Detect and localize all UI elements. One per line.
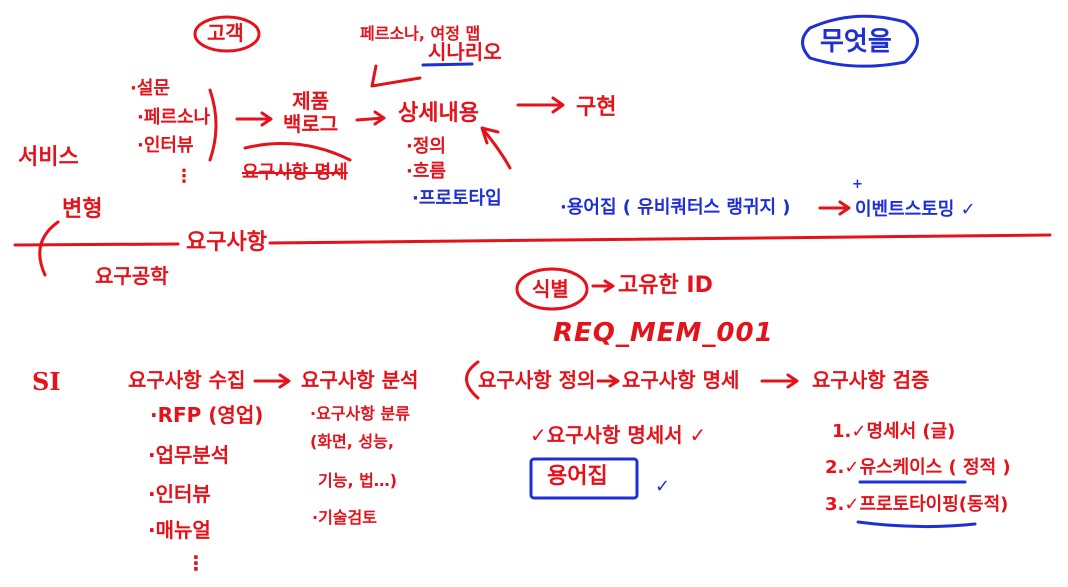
list-item: ·흐름 <box>406 161 446 182</box>
list-item: ·페르소나 <box>137 107 211 128</box>
list-item: ⋮ <box>175 166 193 187</box>
arrow-to-eventstorming <box>818 200 851 216</box>
arrow-to-backlog <box>235 111 273 127</box>
scenario-label: 시나리오 <box>428 40 502 64</box>
scenario-note: 페르소나, 여정 맵 <box>360 24 481 43</box>
list-item: 2.✓유스케이스 ( 정적 ) <box>825 457 1011 478</box>
list-item: ·설문 <box>130 78 170 99</box>
sources-bracket <box>208 88 218 162</box>
list-item: ⋮ <box>186 551 206 575</box>
implement-label: 구현 <box>576 95 617 120</box>
plus-mark: + <box>852 177 863 192</box>
variation-label: 변형 <box>62 197 103 222</box>
si-label: SI <box>32 367 61 396</box>
requirements-label: 요구사항 <box>186 230 267 255</box>
feedback-arrow <box>480 126 512 170</box>
what-circle <box>801 14 919 68</box>
list-item: ·정의 <box>406 136 446 157</box>
spec-doc-label: ✓요구사항 명세서 ✓ <box>530 423 707 447</box>
glossary-label: 용어집 <box>547 464 608 489</box>
prototyping-underline <box>856 520 977 529</box>
arrow-to-details <box>355 110 386 126</box>
arrow-define-spec <box>596 374 620 388</box>
analysis-bracket <box>465 360 480 400</box>
glossary-check-icon: ✓ <box>655 476 671 497</box>
req-engineering-label: 요구공학 <box>95 264 169 288</box>
scenario-underline <box>421 62 474 67</box>
list-item: ·RFP (영업) <box>150 403 264 427</box>
arrow-collect-analysis <box>253 373 291 389</box>
list-item: ·요구사항 분류 <box>310 404 410 423</box>
stage-verify: 요구사항 검증 <box>812 368 930 392</box>
list-item: ·인터뷰 <box>137 135 194 156</box>
service-label: 서비스 <box>18 145 79 170</box>
list-item: ·매뉴얼 <box>148 518 211 542</box>
event-storming-label: 이벤트스토밍 ✓ <box>855 199 976 220</box>
list-item: 3.✓프로토타이핑(동적) <box>825 494 1009 515</box>
glossary-box <box>529 457 639 500</box>
stage-spec: 요구사항 명세 <box>622 368 740 392</box>
divider-line <box>13 233 1052 247</box>
list-item: ·인터뷰 <box>148 482 211 506</box>
scenario-pointer <box>370 64 422 88</box>
glossary-line: ·용어집 ( 유비쿼터스 랭귀지 ) <box>560 197 791 218</box>
backlog-curve <box>243 142 352 162</box>
stage-collect: 요구사항 수집 <box>128 368 246 392</box>
stage-analysis: 요구사항 분석 <box>301 368 419 392</box>
requirements-spec-struck: 요구사항 명세 <box>242 162 348 183</box>
identify-arrow <box>591 279 615 293</box>
req-id-label: REQ_MEM_001 <box>553 318 774 348</box>
identify-circle <box>515 267 589 311</box>
list-item: 기능, 법…) <box>318 471 398 490</box>
customer-circle <box>193 15 261 53</box>
what-label: 무엇을 <box>820 27 892 57</box>
identify-label: 식별 <box>532 277 569 301</box>
customer-label: 고객 <box>207 21 244 45</box>
list-item: (화면, 성능, <box>310 432 394 451</box>
variation-bracket <box>38 220 60 277</box>
arrow-spec-verify <box>760 373 799 389</box>
list-item: 1.✓명세서 (글) <box>832 421 956 442</box>
unique-id-label: 고유한 ID <box>618 273 713 298</box>
arrow-to-implement <box>516 96 565 114</box>
list-item: ·업무분석 <box>148 443 230 467</box>
product-backlog-label: 제품 백로그 <box>283 89 339 136</box>
list-item: ·프로토타입 <box>412 188 502 209</box>
details-label: 상세내용 <box>398 101 479 126</box>
list-item: ·기술검토 <box>312 508 377 527</box>
stage-define: 요구사항 정의 <box>478 368 596 392</box>
